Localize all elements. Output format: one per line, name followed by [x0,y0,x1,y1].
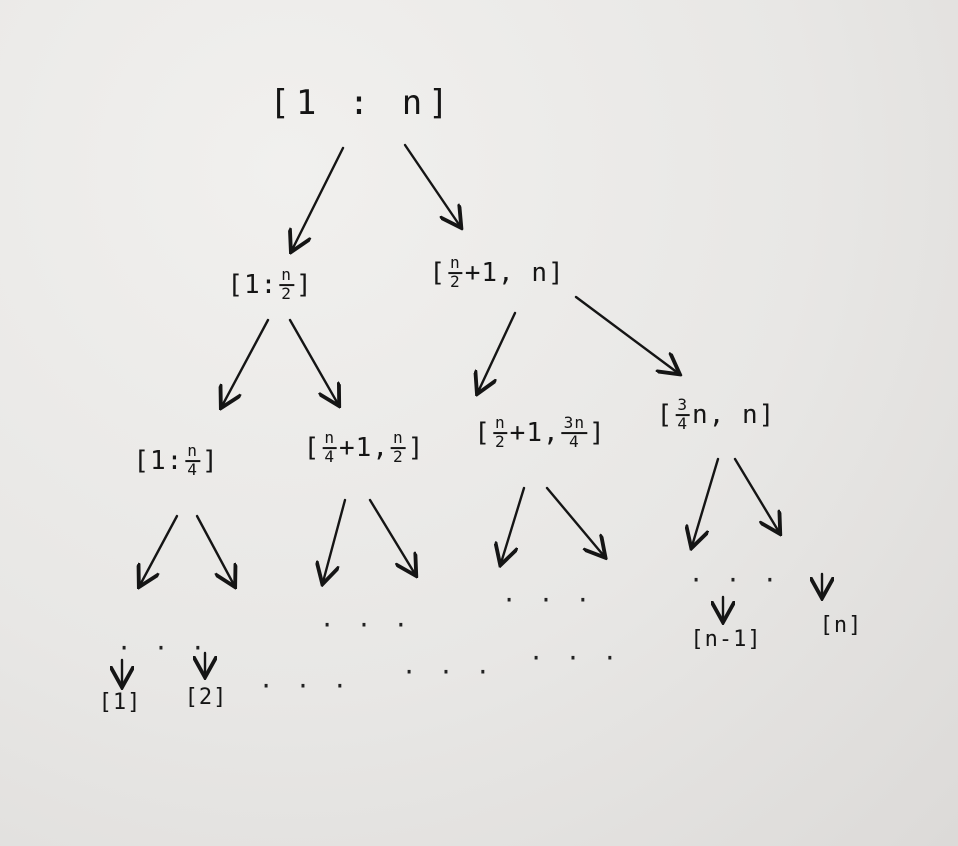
fraction: n 4 [185,441,201,479]
edge-l2c-right [545,486,604,556]
node-root-label: [1 : n] [269,83,455,123]
fraction: n 2 [448,253,463,291]
ellipsis: · · · [116,634,210,662]
edge-l1b-right [574,295,678,373]
ellipsis: · · · [501,586,595,614]
leaf-n-minus-1: [n-1] [690,627,762,652]
edge-l1a-left [222,318,270,406]
edge-l1b-left [478,311,517,392]
edge-l2b-right [368,498,415,574]
node-third-quarter: [ n 2 +1, 3n 4 ] [474,413,606,451]
leaf-1: [1] [98,690,142,715]
node-first-quarter: [1: n 4 ] [133,441,219,479]
ellipsis: · · · [528,644,622,672]
edge-l2d-right [733,457,779,532]
fraction: n 2 [390,428,406,466]
ellipsis: · · · [319,611,413,639]
node-right-half: [ n 2 +1, n] [429,253,565,291]
node-fourth-quarter: [ 3 4 n, n] [656,395,776,433]
fraction: n 4 [322,428,338,466]
node-left-half: [1: n 2 ] [227,265,313,303]
fraction: 3 4 [675,395,691,433]
ellipsis: · · · [401,658,495,686]
fraction: 3n 4 [561,413,588,451]
node-second-quarter: [ n 4 +1, n 2 ] [303,428,425,466]
edge-l2c-left [501,486,526,563]
edge-l2b-left [323,498,347,582]
edge-l2a-left [140,514,179,585]
edge-root-right [403,143,460,226]
ellipsis: · · · [258,672,352,700]
leaf-n: [n] [819,613,863,638]
edge-l2d-left [692,457,720,546]
node-root: [1 : n] [269,86,454,120]
fraction: n 2 [492,413,508,451]
edge-l2a-right [195,514,234,585]
ellipsis: · · · [688,566,782,594]
edge-l1a-right [288,318,338,404]
edge-root-left [292,146,345,250]
leaf-2: [2] [184,685,228,710]
fraction: n 2 [279,265,295,303]
